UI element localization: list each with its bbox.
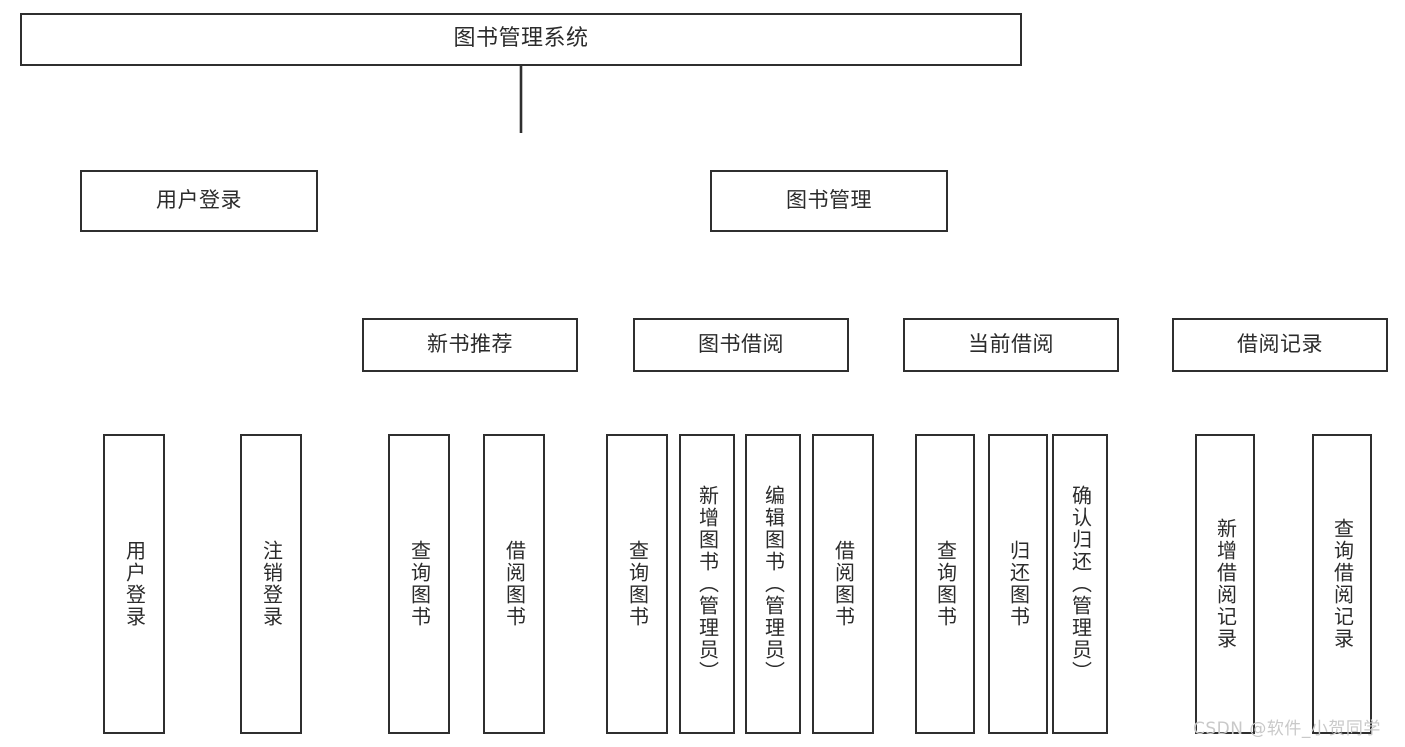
leaf-query-borrow-record[interactable]: 查询借阅记录 — [1312, 434, 1372, 734]
leaf-confirm-return-admin[interactable]: 确认归还（管理员） — [1052, 434, 1108, 734]
leaf-label: 用户登录 — [122, 540, 147, 628]
leaf-label: 新增图书（管理员） — [695, 485, 720, 683]
leaf-logout-login[interactable]: 注销登录 — [240, 434, 302, 734]
node-root[interactable]: 图书管理系统 — [20, 13, 1022, 66]
leaf-query-books-borrow[interactable]: 查询图书 — [606, 434, 668, 734]
leaf-label: 借阅图书 — [502, 540, 527, 628]
node-book-borrow[interactable]: 图书借阅 — [633, 318, 849, 372]
leaf-user-login[interactable]: 用户登录 — [103, 434, 165, 734]
leaf-label: 注销登录 — [259, 540, 284, 628]
node-book-management[interactable]: 图书管理 — [710, 170, 948, 232]
node-user-login[interactable]: 用户登录 — [80, 170, 318, 232]
leaf-query-books-current[interactable]: 查询图书 — [915, 434, 975, 734]
leaf-borrow-books-recommend[interactable]: 借阅图书 — [483, 434, 545, 734]
node-borrow-record[interactable]: 借阅记录 — [1172, 318, 1388, 372]
leaf-edit-book-admin[interactable]: 编辑图书（管理员） — [745, 434, 801, 734]
leaf-add-book-admin[interactable]: 新增图书（管理员） — [679, 434, 735, 734]
node-new-book-recommend[interactable]: 新书推荐 — [362, 318, 578, 372]
leaf-label: 查询借阅记录 — [1330, 518, 1355, 650]
leaf-query-books-recommend[interactable]: 查询图书 — [388, 434, 450, 734]
leaf-label: 查询图书 — [933, 540, 958, 628]
leaf-add-borrow-record[interactable]: 新增借阅记录 — [1195, 434, 1255, 734]
leaf-label: 确认归还（管理员） — [1068, 485, 1093, 683]
leaf-label: 编辑图书（管理员） — [761, 485, 786, 683]
leaf-label: 借阅图书 — [831, 540, 856, 628]
leaf-label: 查询图书 — [625, 540, 650, 628]
csdn-watermark: CSDN @软件_小贺同学 — [1193, 719, 1381, 739]
leaf-borrow-books[interactable]: 借阅图书 — [812, 434, 874, 734]
leaf-return-books[interactable]: 归还图书 — [988, 434, 1048, 734]
node-current-borrow[interactable]: 当前借阅 — [903, 318, 1119, 372]
leaf-label: 新增借阅记录 — [1213, 518, 1238, 650]
leaf-label: 查询图书 — [407, 540, 432, 628]
leaf-label: 归还图书 — [1006, 540, 1031, 628]
